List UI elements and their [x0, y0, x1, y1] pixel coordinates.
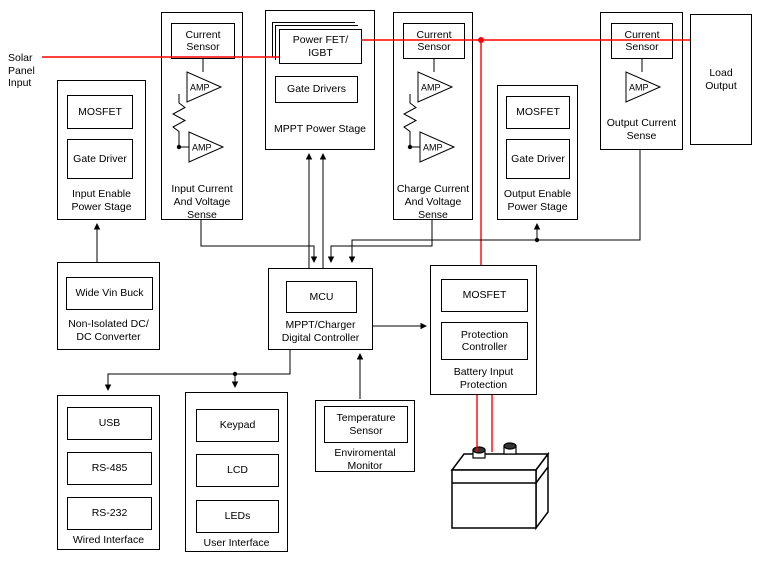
line-input-sense-to-controller — [200, 220, 318, 263]
junction-dot — [232, 371, 238, 377]
mosfet-box: MOSFET — [506, 96, 570, 129]
block-caption: MPPT Power Stage — [273, 123, 366, 135]
block-environmental-monitor: Temperature Sensor Enviromental Monitor — [315, 400, 415, 472]
lcd-box: LCD — [196, 454, 279, 487]
block-caption: User Interface — [203, 537, 270, 549]
svg-text:AMP: AMP — [192, 143, 212, 153]
battery-icon — [450, 442, 550, 531]
svg-text:AMP: AMP — [423, 143, 443, 153]
keypad-box: Keypad — [196, 409, 279, 442]
block-caption: Wired Interface — [72, 534, 145, 546]
line-charge-sense-to-controller — [327, 220, 433, 263]
block-output-current-sense: Current Sensor AMP Output Current Sense — [600, 12, 683, 150]
block-caption: Non-Isolated DC/ DC Converter — [68, 318, 149, 343]
amp-resistor-graphic: AMP AMP — [171, 59, 225, 163]
leds-box: LEDs — [196, 500, 279, 533]
block-output-enable-power-stage: MOSFET Gate Driver Output Enable Power S… — [497, 85, 578, 220]
op-amp-icon — [186, 71, 223, 103]
op-amp-icon — [625, 71, 662, 103]
block-dc-dc-converter: Wide Vin Buck Non-Isolated DC/ DC Conver… — [57, 262, 160, 350]
block-mppt-power-stage: Power FET/ IGBT Gate Drivers MPPT Power … — [265, 10, 375, 150]
block-input-enable-power-stage: MOSFET Gate Driver Input Enable Power St… — [57, 80, 146, 220]
svg-text:AMP: AMP — [421, 83, 441, 93]
line-controller-to-wired-interface — [104, 350, 291, 391]
solar-panel-input-label: Solar Panel Input — [8, 52, 35, 90]
block-digital-controller: MCU MPPT/Charger Digital Controller — [268, 268, 373, 350]
power-junction-dot — [478, 37, 484, 43]
block-battery-input-protection: MOSFET Protection Controller Battery Inp… — [430, 265, 537, 395]
junction-dot — [534, 237, 540, 243]
block-input-current-voltage-sense: Current Sensor AMP AMP Input Current And… — [161, 12, 243, 221]
block-caption: Input Enable Power Stage — [71, 188, 132, 213]
amp-graphic: AMP — [625, 59, 662, 103]
block-user-interface: Keypad LCD LEDs User Interface — [185, 392, 288, 552]
svg-text:AMP: AMP — [190, 83, 210, 93]
current-sensor-box: Current Sensor — [403, 23, 465, 59]
op-amp-icon — [188, 131, 225, 163]
block-caption: Enviromental Monitor — [334, 447, 396, 472]
mosfet-box: MOSFET — [67, 95, 133, 129]
block-caption: Output Current Sense — [606, 117, 677, 142]
op-amp-icon — [417, 71, 454, 103]
block-caption: Input Current And Voltage Sense — [171, 183, 233, 221]
resistor-icon — [171, 94, 187, 147]
usb-box: USB — [67, 407, 152, 440]
current-sensor-box: Current Sensor — [171, 23, 235, 59]
svg-text:AMP: AMP — [629, 83, 649, 93]
rs232-box: RS-232 — [67, 497, 152, 530]
current-sensor-box: Current Sensor — [611, 23, 673, 59]
mosfet-box: MOSFET — [441, 279, 528, 312]
gate-driver-box: Gate Driver — [506, 139, 570, 179]
temperature-sensor-box: Temperature Sensor — [324, 406, 408, 443]
block-caption: Battery Input Protection — [453, 366, 514, 391]
block-charge-current-voltage-sense: Current Sensor AMP AMP Charge Current An… — [393, 12, 473, 221]
block-caption: Output Enable Power Stage — [503, 188, 572, 213]
block-wired-interface: USB RS-485 RS-232 Wired Interface — [57, 395, 160, 550]
block-caption: MPPT/Charger Digital Controller — [281, 319, 360, 344]
load-output-box: Load Output — [690, 14, 752, 145]
protection-controller-box: Protection Controller — [441, 322, 528, 360]
wide-vin-buck-box: Wide Vin Buck — [66, 277, 153, 310]
power-fet-igbt-box: Power FET/ IGBT — [279, 29, 362, 64]
amp-resistor-graphic: AMP AMP — [402, 59, 456, 163]
block-caption: Charge Current And Voltage Sense — [396, 183, 470, 221]
rs485-box: RS-485 — [67, 452, 152, 485]
gate-drivers-box: Gate Drivers — [275, 76, 358, 103]
gate-driver-box: Gate Driver — [67, 139, 133, 179]
resistor-icon — [402, 94, 418, 147]
mcu-box: MCU — [286, 281, 357, 313]
